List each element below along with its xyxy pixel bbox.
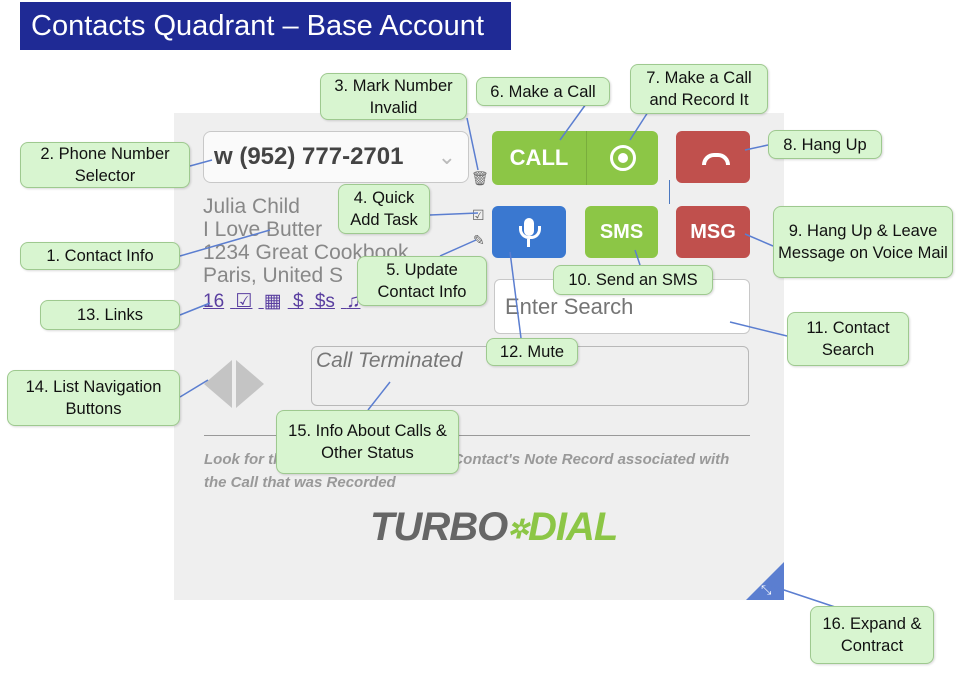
leader-9 <box>744 233 774 247</box>
mute-button[interactable] <box>492 206 566 258</box>
microphone-cup-icon <box>519 226 541 239</box>
logo-star-icon: ✲ <box>507 513 529 544</box>
leave-message-button[interactable]: MSG <box>676 206 750 258</box>
callout-mute: 12. Mute <box>486 338 578 366</box>
previous-contact-button[interactable] <box>204 360 232 408</box>
call-record-button[interactable] <box>586 131 658 185</box>
phone-hangup-icon <box>702 153 730 165</box>
expand-icon[interactable]: ⤡ <box>761 582 772 597</box>
link-dollars[interactable]: $s <box>314 291 335 312</box>
hang-up-button[interactable] <box>676 131 750 183</box>
record-icon <box>610 145 636 171</box>
leader-14 <box>179 379 209 398</box>
callout-make-a-call: 6. Make a Call <box>476 77 610 106</box>
leader-10 <box>634 249 641 266</box>
callout-list-navigation: 14. List Navigation Buttons <box>7 370 180 426</box>
microphone-stand-icon <box>527 239 530 247</box>
link-music[interactable]: ♫ <box>346 291 361 312</box>
contact-city: Paris, United S <box>203 264 344 287</box>
link-task[interactable]: ☑ <box>235 291 253 312</box>
status-text: Call Terminated <box>316 349 463 372</box>
contact-name: Julia Child <box>203 195 300 218</box>
leader-1 <box>179 229 271 257</box>
leader-7 <box>629 111 649 141</box>
leader-8 <box>744 144 769 151</box>
link-calendar[interactable]: ▦ <box>263 291 282 312</box>
leader-15 <box>367 381 391 411</box>
page-title: Contacts Quadrant – Base Account <box>20 2 511 50</box>
contact-company: I Love Butter <box>203 218 323 241</box>
callout-make-call-record: 7. Make a Call and Record It <box>630 64 768 114</box>
expand-contract-button[interactable] <box>746 562 784 600</box>
call-button[interactable]: CALL <box>492 131 586 185</box>
callout-send-sms: 10. Send an SMS <box>553 265 713 295</box>
leader-2 <box>189 159 213 167</box>
callout-links: 13. Links <box>40 300 180 330</box>
callout-contact-search: 11. Contact Search <box>787 312 909 366</box>
divider <box>669 180 670 204</box>
record-dot-icon <box>618 153 628 163</box>
callout-contact-info: 1. Contact Info <box>20 242 180 270</box>
sms-button[interactable]: SMS <box>585 206 658 258</box>
separator <box>204 435 750 436</box>
quick-add-task-icon[interactable]: ☑ <box>472 207 485 223</box>
leader-12 <box>509 251 522 339</box>
callout-expand-contract: 16. Expand & Contract <box>810 606 934 664</box>
leader-13 <box>179 302 211 316</box>
leader-3 <box>466 117 479 171</box>
logo-dial: DIAL <box>528 505 618 549</box>
phone-number-value: w (952) 777-2701 <box>214 143 404 170</box>
link-count[interactable]: 16 <box>203 291 225 312</box>
trash-icon[interactable]: 🗑 <box>471 170 489 186</box>
callout-mark-number-invalid: 3. Mark Number Invalid <box>320 73 467 120</box>
leader-11 <box>729 321 788 337</box>
callout-phone-number-selector: 2. Phone Number Selector <box>20 142 190 188</box>
phone-number-selector[interactable]: w (952) 777-2701 ⌄ <box>203 131 469 183</box>
callout-quick-add-task: 4. Quick Add Task <box>338 184 430 234</box>
leader-4 <box>429 212 479 216</box>
microphone-icon <box>524 218 534 236</box>
logo-turbo: TURBO <box>370 505 508 549</box>
next-contact-button[interactable] <box>236 360 264 408</box>
links-row: 16 ☑ ▦ $ $s ♫ <box>203 290 366 313</box>
link-dollar[interactable]: $ <box>292 291 304 312</box>
callout-hang-up: 8. Hang Up <box>768 130 882 159</box>
leader-16 <box>771 585 839 609</box>
chevron-down-icon: ⌄ <box>437 144 456 169</box>
turbodial-logo: TURBO✲DIAL <box>370 505 618 550</box>
leader-6 <box>559 103 587 141</box>
leader-5 <box>439 239 477 257</box>
pencil-icon[interactable]: ✎ <box>473 232 485 248</box>
callout-hang-up-leave-message: 9. Hang Up & Leave Message on Voice Mail <box>773 206 953 278</box>
callout-info-about-calls: 15. Info About Calls & Other Status <box>276 410 459 474</box>
callout-update-contact-info: 5. Update Contact Info <box>357 256 487 306</box>
